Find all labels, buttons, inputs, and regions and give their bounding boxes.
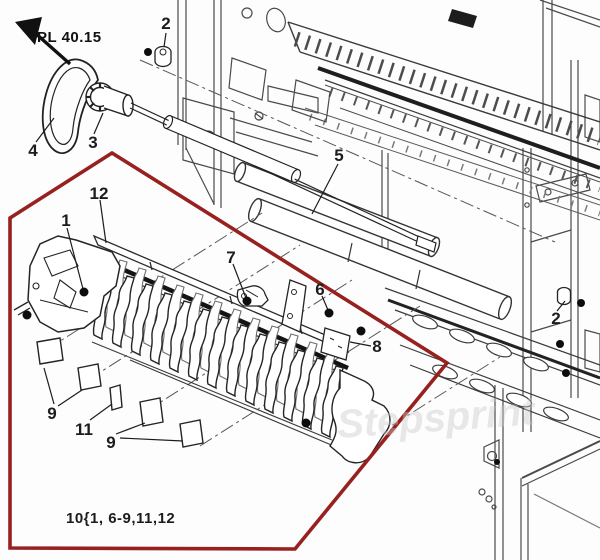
callout-item-1: 1 bbox=[61, 211, 70, 230]
callout-item-6: 6 bbox=[315, 280, 324, 299]
pad-9d bbox=[179, 419, 204, 448]
callout-labels: 2 4 3 12 1 5 7 6 8 9 11 9 2 bbox=[28, 14, 560, 452]
pl-reference: PL 40.15 bbox=[15, 17, 102, 66]
callout-item-9-right: 9 bbox=[106, 433, 115, 452]
pl-reference-label: PL 40.15 bbox=[37, 29, 102, 46]
lower-roller-rails bbox=[384, 287, 600, 439]
nut-item2-top bbox=[154, 45, 172, 68]
dark-pad bbox=[448, 9, 477, 28]
chute-bottom-front-bar bbox=[129, 359, 356, 456]
highlight-region-border bbox=[8, 150, 450, 551]
feed-shaft bbox=[129, 102, 437, 253]
drive-belt-and-gear bbox=[41, 58, 437, 253]
callout-item-11: 11 bbox=[75, 420, 93, 439]
end-housing-item1 bbox=[13, 235, 121, 333]
gear-pulley bbox=[85, 82, 134, 117]
callout-item-2-top: 2 bbox=[161, 14, 170, 33]
callout-item-7: 7 bbox=[226, 248, 235, 267]
machine-frame-background bbox=[177, 0, 600, 560]
spacer-pads bbox=[36, 337, 204, 448]
callout-item-2-right: 2 bbox=[551, 309, 560, 328]
callout-item-12: 12 bbox=[90, 184, 109, 203]
balloon-dots bbox=[22, 48, 585, 465]
assembly-note: 10{1, 6-9,11,12 bbox=[66, 510, 175, 527]
bracket-item6 bbox=[281, 279, 307, 333]
pad-9b bbox=[77, 363, 102, 391]
roller-lower bbox=[247, 197, 513, 321]
arrow-head-icon bbox=[15, 17, 42, 45]
upper-transport-assembly bbox=[287, 9, 600, 221]
belt-inner bbox=[49, 67, 91, 145]
chute-right-hook bbox=[329, 368, 391, 464]
pad-11 bbox=[109, 384, 123, 411]
belt-outer bbox=[41, 58, 99, 154]
leader-lines bbox=[35, 32, 566, 442]
transport-rollers bbox=[233, 161, 513, 321]
pad-9a bbox=[36, 337, 64, 365]
arrow-shaft bbox=[32, 30, 72, 66]
callout-item-3: 3 bbox=[88, 133, 97, 152]
callout-item-4: 4 bbox=[28, 141, 38, 160]
pad-9c bbox=[139, 397, 164, 427]
chute-bottom-edge bbox=[91, 341, 333, 441]
callout-item-9-left: 9 bbox=[47, 404, 56, 423]
callout-item-5: 5 bbox=[334, 146, 343, 165]
nut-item2-right bbox=[556, 286, 572, 306]
plate-item8 bbox=[320, 327, 351, 361]
callout-item-8: 8 bbox=[372, 337, 381, 356]
